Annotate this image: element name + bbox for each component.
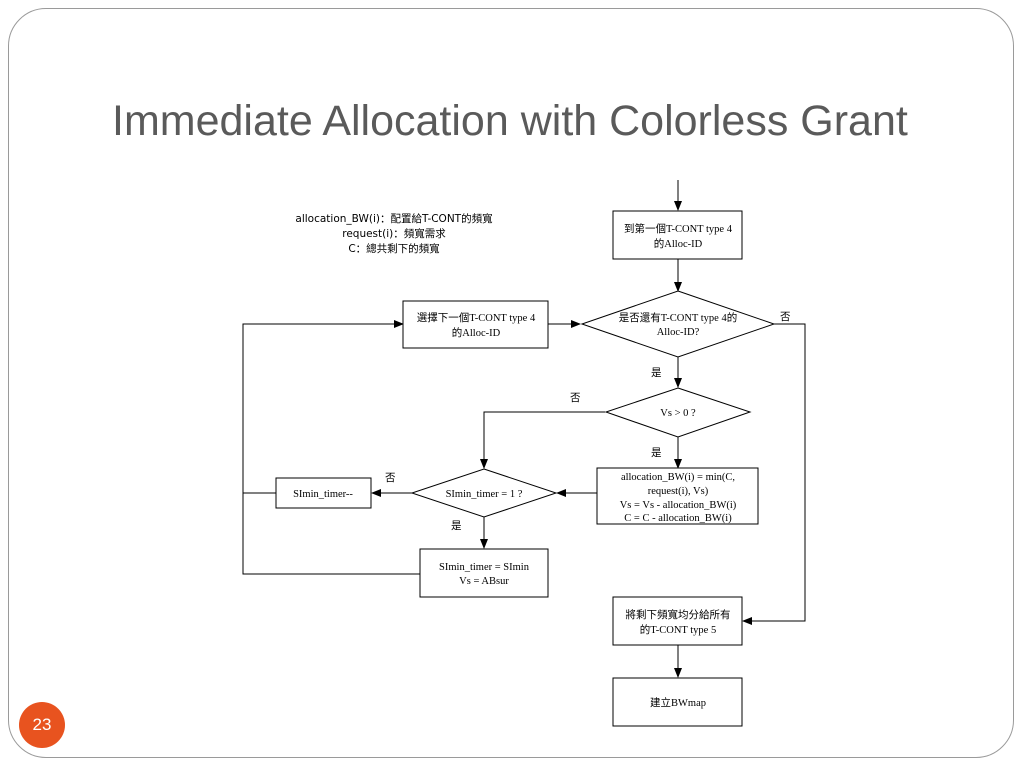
node-simin-reset-line1: SImin_timer = SImin: [439, 562, 530, 573]
node-allocation-line2: request(i), Vs): [648, 486, 709, 497]
slide-title: Immediate Allocation with Colorless Gran…: [112, 97, 908, 145]
decision-simin: SImin_timer = 1 ?: [410, 468, 558, 518]
decision-vs: Vs > 0 ?: [604, 387, 752, 438]
node-distribute-line2: 的T-CONT type 5: [640, 623, 716, 636]
node-simin-reset-line2: Vs = ABsur: [459, 576, 509, 587]
node-next-alloc-line1: 選擇下一個T-CONT type 4: [417, 311, 536, 324]
edge-decrement-loop: [242, 320, 404, 494]
node-allocation: allocation_BW(i) = min(C, request(i), Vs…: [596, 467, 759, 525]
node-simin-decrement-label: SImin_timer--: [293, 489, 353, 500]
legend-line-allocation: allocation_BW(i)：配置給T-CONT的頻寬: [295, 212, 493, 225]
node-next-alloc: 選擇下一個T-CONT type 4 的Alloc-ID: [402, 300, 549, 349]
node-build-bwmap: 建立BWmap: [612, 677, 743, 727]
page-number: 23: [32, 715, 52, 734]
node-distribute-line1: 將剩下頻寬均分給所有: [626, 608, 731, 621]
decision-simin-label: SImin_timer = 1 ?: [446, 489, 523, 500]
node-first-alloc-line2: 的Alloc-ID: [654, 237, 703, 250]
edge-label-more-no: 否: [780, 311, 791, 323]
decision-vs-label: Vs > 0 ?: [660, 408, 696, 419]
decision-more-alloc-line2: Alloc-ID?: [657, 327, 700, 338]
edge-label-simin-no: 否: [385, 472, 396, 484]
node-first-alloc-line1: 到第一個T-CONT type 4: [624, 222, 733, 235]
node-allocation-line4: C = C - allocation_BW(i): [624, 513, 732, 524]
legend: allocation_BW(i)：配置給T-CONT的頻寬 request(i)…: [295, 212, 493, 255]
edge-label-vs-yes: 是: [651, 447, 662, 459]
edge-labels: 否 是 否 是 否 是: [385, 311, 791, 532]
edge-reset-loop: [242, 493, 420, 575]
slide-frame: [8, 8, 1014, 758]
edge-vs-no-to-simin: [480, 411, 605, 469]
node-allocation-line3: Vs = Vs - allocation_BW(i): [620, 500, 737, 511]
node-build-bwmap-label: 建立BWmap: [650, 696, 706, 709]
edge-no-more-to-distribute: [742, 323, 806, 625]
node-allocation-line1: allocation_BW(i) = min(C,: [621, 472, 735, 483]
decision-more-alloc: 是否還有T-CONT type 4的 Alloc-ID?: [580, 290, 776, 358]
edge-label-vs-no: 否: [570, 392, 581, 404]
legend-line-request: request(i)：頻寬需求: [342, 227, 446, 240]
decision-more-alloc-line1: 是否還有T-CONT type 4的: [619, 311, 737, 324]
node-distribute: 將剩下頻寬均分給所有 的T-CONT type 5: [612, 596, 743, 646]
node-simin-reset: SImin_timer = SImin Vs = ABsur: [419, 548, 549, 598]
node-simin-decrement: SImin_timer--: [275, 477, 372, 509]
edge-label-simin-yes: 是: [451, 520, 462, 532]
node-first-alloc: 到第一個T-CONT type 4 的Alloc-ID: [612, 210, 743, 260]
page-number-badge: [19, 702, 65, 748]
legend-line-remaining: C：總共剩下的頻寬: [348, 242, 440, 255]
node-next-alloc-line2: 的Alloc-ID: [452, 326, 501, 339]
edge-label-more-yes: 是: [651, 367, 662, 379]
edges: [242, 180, 806, 678]
